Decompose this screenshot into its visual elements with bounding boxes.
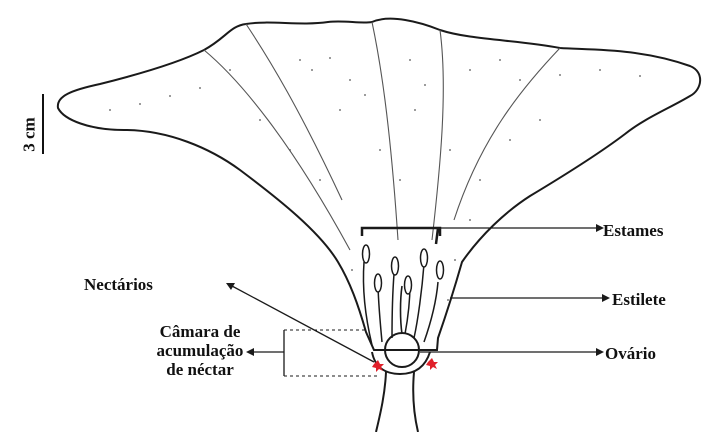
label-nectarios: Nectários	[84, 276, 153, 293]
label-camara-line2: acumulação	[150, 341, 250, 360]
label-camara-line3: de néctar	[150, 360, 250, 379]
scale-label: 3 cm	[21, 110, 38, 160]
nectary-marks	[372, 358, 438, 372]
receptacle	[372, 352, 430, 374]
label-camara-line1: Câmara de	[150, 322, 250, 341]
label-estames: Estames	[603, 222, 663, 239]
label-ovario: Ovário	[605, 345, 656, 362]
stem	[376, 372, 418, 432]
label-camara: Câmara de acumulação de néctar	[150, 322, 250, 379]
chamber-dotted-lines	[284, 330, 380, 376]
label-estilete: Estilete	[612, 291, 666, 308]
